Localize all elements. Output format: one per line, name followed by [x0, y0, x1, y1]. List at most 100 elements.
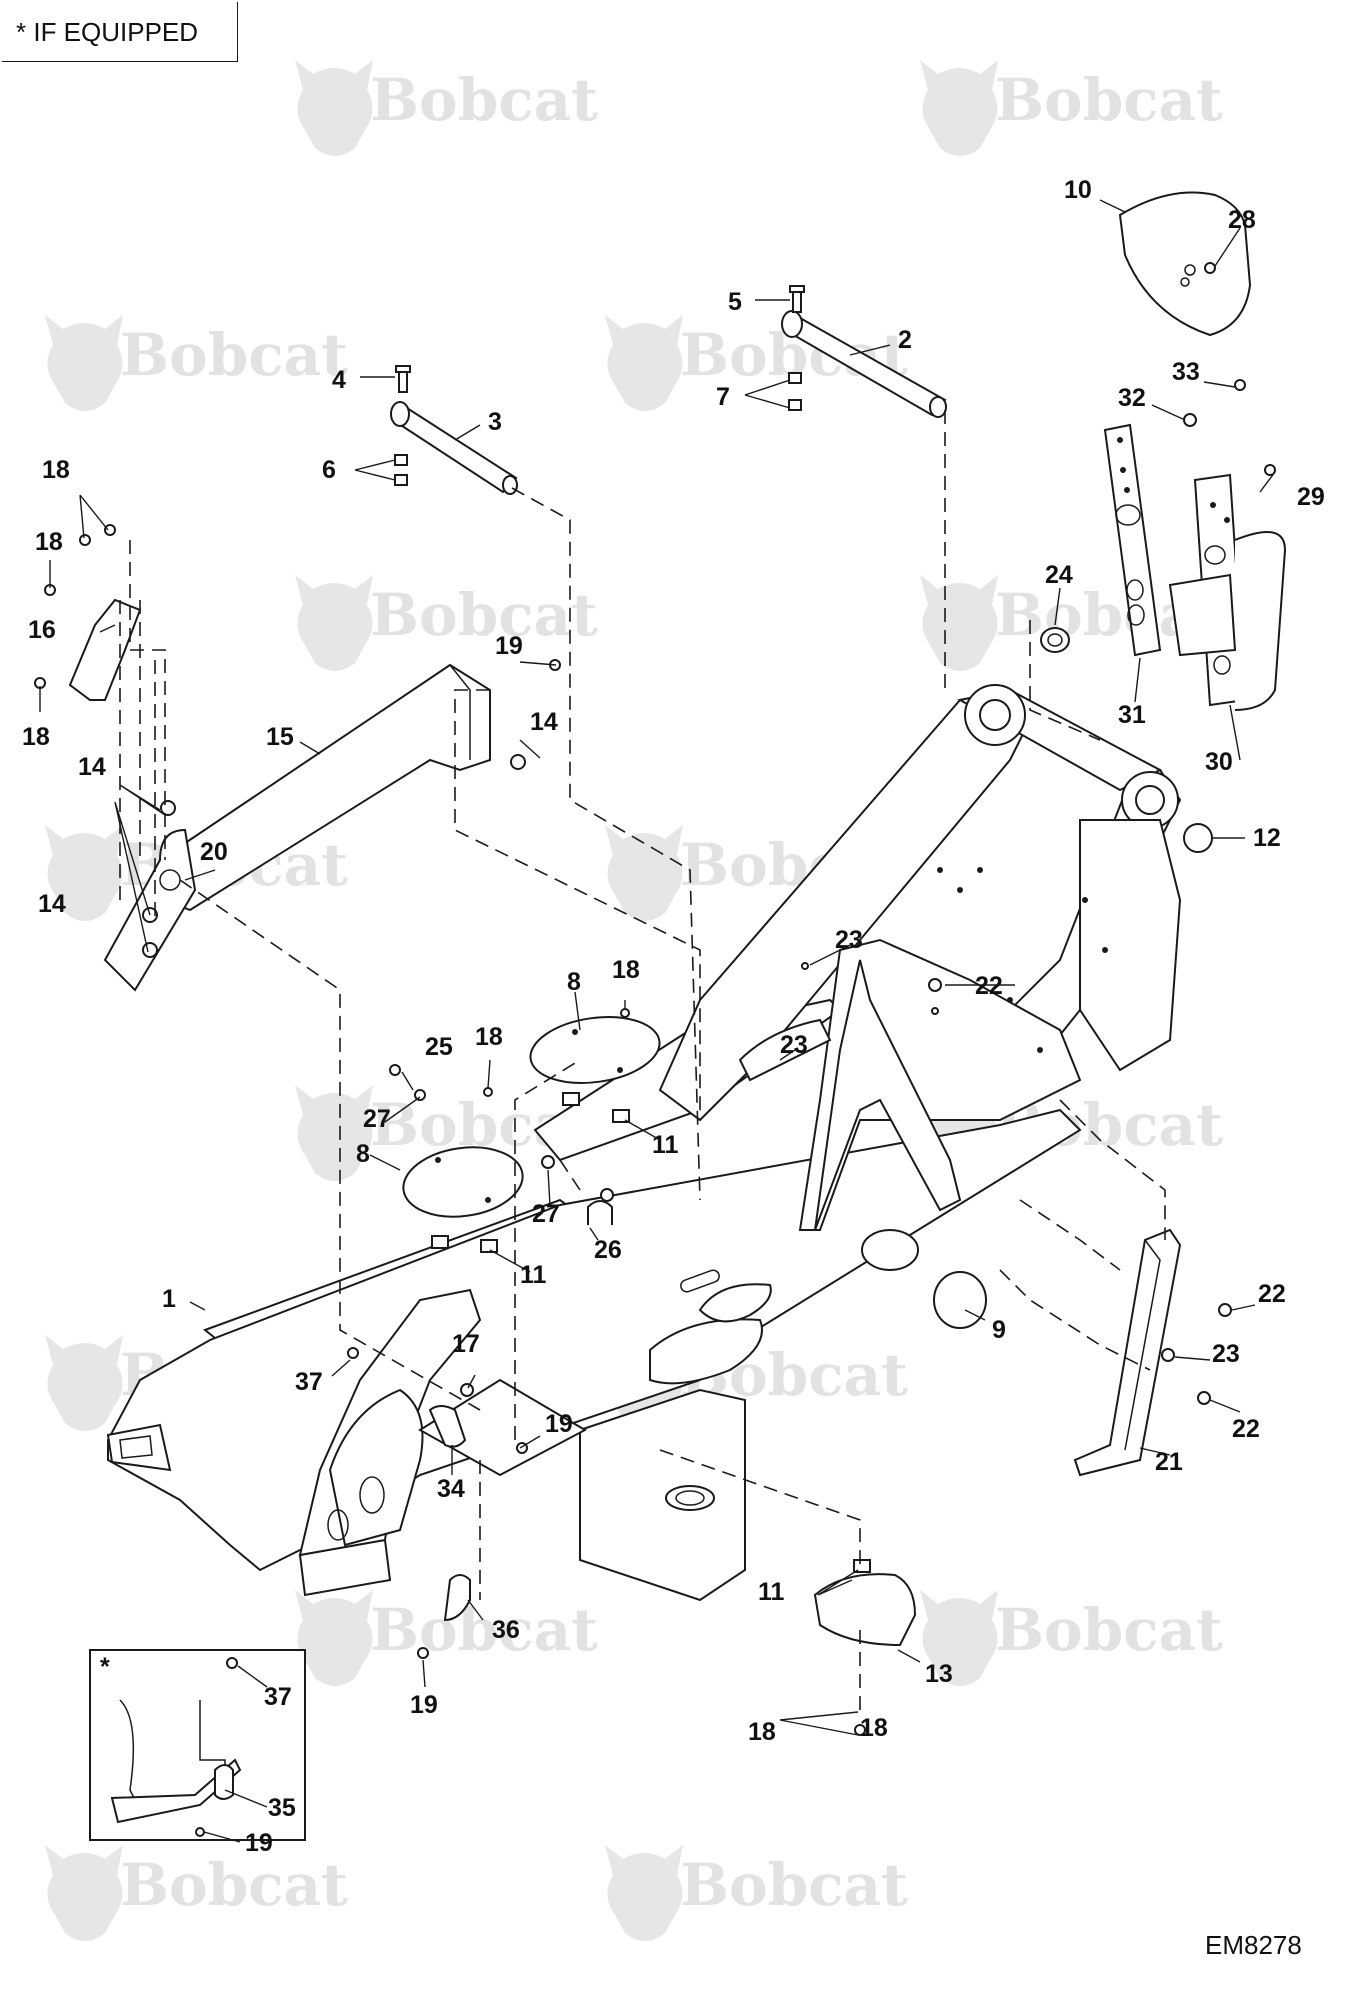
- callout-label[interactable]: 17: [452, 1330, 480, 1358]
- shield-16[interactable]: [68, 598, 142, 701]
- cover-8-upper[interactable]: [526, 1009, 664, 1090]
- washer-24[interactable]: [1040, 627, 1070, 653]
- clip-11-set[interactable]: [431, 1092, 871, 1573]
- callout-layer: 1 2 3 4 5 6 7 8 8 9 10 11 11 11 12 13 14…: [22, 176, 1325, 1857]
- callout-label[interactable]: 25: [425, 1033, 453, 1061]
- callout-label[interactable]: 18: [42, 456, 70, 484]
- callout-label[interactable]: 14: [78, 753, 106, 781]
- callout-label[interactable]: 11: [652, 1131, 679, 1159]
- callout-label[interactable]: 22: [975, 972, 1003, 1000]
- callout-label[interactable]: 13: [925, 1660, 953, 1688]
- inset-detail[interactable]: *: [89, 1649, 306, 1841]
- bracket-26[interactable]: [587, 1200, 613, 1225]
- callout-label[interactable]: 15: [266, 723, 294, 751]
- callout-label[interactable]: 11: [758, 1578, 785, 1606]
- watermark-text: Bobcat: [995, 66, 1223, 134]
- callout-label[interactable]: 19: [245, 1829, 273, 1857]
- callout-label[interactable]: 23: [1212, 1340, 1240, 1368]
- callout-label[interactable]: 7: [716, 383, 730, 411]
- nut-7[interactable]: [788, 372, 802, 411]
- callout-label[interactable]: 19: [495, 632, 523, 660]
- cover-10[interactable]: [1118, 191, 1252, 337]
- callout-label[interactable]: 20: [200, 838, 228, 866]
- callout-label[interactable]: 18: [612, 956, 640, 984]
- pivot-pin-3[interactable]: [390, 401, 518, 495]
- callout-label[interactable]: 19: [410, 1691, 438, 1719]
- drawing-code: EM8278: [1205, 1930, 1302, 1960]
- callout-label[interactable]: 9: [992, 1316, 1006, 1344]
- cover-8-lower[interactable]: [399, 1140, 527, 1224]
- watermark-logo-icon: [45, 1845, 123, 1941]
- callout-label[interactable]: 16: [28, 616, 56, 644]
- callout-label[interactable]: 18: [748, 1718, 776, 1746]
- bolt-5[interactable]: [789, 285, 805, 313]
- watermark-text: Bobcat: [370, 581, 598, 649]
- callout-label[interactable]: 14: [38, 890, 66, 918]
- callout-label[interactable]: 27: [532, 1200, 560, 1228]
- bracket-34[interactable]: [428, 1405, 467, 1448]
- callout-label[interactable]: 18: [475, 1023, 503, 1051]
- cover-13[interactable]: [813, 1573, 917, 1647]
- callout-label[interactable]: 11: [520, 1261, 547, 1289]
- watermark-logo-icon: [605, 315, 683, 411]
- callout-label[interactable]: 23: [835, 926, 863, 954]
- callout-label[interactable]: 31: [1118, 701, 1146, 729]
- watermark-logo-icon: [45, 825, 123, 921]
- handle-bracket-30[interactable]: [1168, 473, 1287, 711]
- callout-label[interactable]: 21: [1155, 1448, 1183, 1476]
- nut-6[interactable]: [394, 454, 408, 486]
- callout-label[interactable]: 36: [492, 1616, 520, 1644]
- callout-label[interactable]: 34: [437, 1475, 465, 1503]
- callout-label[interactable]: 18: [860, 1714, 888, 1742]
- strut-21[interactable]: [1073, 1228, 1182, 1477]
- callout-label[interactable]: 28: [1228, 206, 1256, 234]
- callout-label[interactable]: 32: [1118, 384, 1146, 412]
- watermark-text: Bobcat: [995, 1596, 1223, 1664]
- callout-label[interactable]: 12: [1253, 824, 1281, 852]
- watermark-logo-icon: [45, 315, 123, 411]
- plug-9[interactable]: [933, 1271, 987, 1329]
- watermark-text: Bobcat: [120, 321, 348, 389]
- callout-label[interactable]: 14: [530, 708, 558, 736]
- plug-12[interactable]: [1183, 823, 1213, 853]
- callout-label[interactable]: 3: [488, 408, 502, 436]
- callout-label[interactable]: 23: [780, 1031, 808, 1059]
- watermark-logo-icon: [295, 1590, 373, 1686]
- inset-marker: *: [100, 1653, 110, 1681]
- bolt-4[interactable]: [395, 365, 411, 393]
- callout-label[interactable]: 18: [35, 528, 63, 556]
- pivot-pin-2[interactable]: [781, 310, 947, 418]
- watermark-logo-icon: [605, 1845, 683, 1941]
- callout-label[interactable]: 22: [1258, 1280, 1286, 1308]
- callout-label[interactable]: 10: [1064, 176, 1092, 204]
- callout-label[interactable]: 5: [728, 288, 742, 316]
- callout-label[interactable]: 6: [322, 456, 336, 484]
- leader-lines: [39, 199, 1276, 1843]
- watermark-text: Bobcat: [680, 1851, 908, 1919]
- callout-label[interactable]: 27: [363, 1105, 391, 1133]
- bracket-36[interactable]: [443, 1574, 471, 1622]
- callout-label[interactable]: 29: [1297, 483, 1325, 511]
- callout-label[interactable]: 37: [264, 1683, 292, 1711]
- callout-label[interactable]: 30: [1205, 748, 1233, 776]
- callout-label[interactable]: 19: [545, 1410, 573, 1438]
- watermark-logo-icon: [605, 825, 683, 921]
- callout-label[interactable]: 24: [1045, 561, 1073, 589]
- callout-label[interactable]: 18: [22, 723, 50, 751]
- callout-label[interactable]: 4: [332, 366, 346, 394]
- lift-arm-upright-assembly[interactable]: [658, 684, 1182, 1231]
- watermark-logo-icon: [45, 1335, 123, 1431]
- callout-label[interactable]: 35: [268, 1794, 296, 1822]
- callout-label[interactable]: 33: [1172, 358, 1200, 386]
- callout-label[interactable]: 2: [898, 326, 912, 354]
- mounting-plate-31[interactable]: [1103, 423, 1162, 657]
- callout-label[interactable]: 8: [356, 1140, 370, 1168]
- watermark-logo-icon: [920, 60, 998, 156]
- callout-label[interactable]: 37: [295, 1368, 323, 1396]
- callout-label[interactable]: 8: [567, 968, 581, 996]
- callout-label[interactable]: 26: [594, 1236, 622, 1264]
- callout-label[interactable]: 1: [162, 1285, 176, 1313]
- if-equipped-note: * IF EQUIPPED: [2, 2, 238, 62]
- callout-label[interactable]: 22: [1232, 1415, 1260, 1443]
